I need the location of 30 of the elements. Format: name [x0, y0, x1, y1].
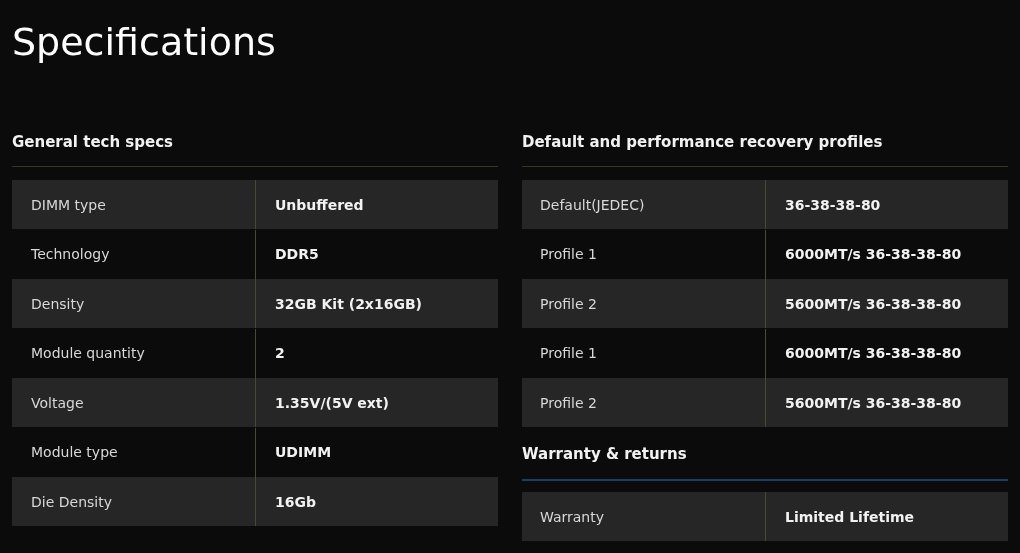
spec-label: Module type: [31, 444, 118, 460]
section-heading: General tech specs: [12, 133, 173, 151]
page-title: Specifications: [12, 22, 276, 64]
spec-label: Voltage: [31, 394, 84, 411]
spec-value: 5600MT/s 36-38-38-80: [785, 295, 962, 312]
spec-value: 6000MT/s 36-38-38-80: [785, 246, 962, 262]
spec-value: 2: [275, 345, 285, 361]
spec-label: Warranty: [540, 508, 605, 525]
spec-label: Profile 2: [540, 295, 597, 312]
section-heading: Default and performance recovery profiles: [522, 133, 883, 151]
spec-label: Die Density: [31, 493, 112, 510]
spec-label: Profile 1: [540, 246, 597, 262]
spec-value: 32GB Kit (2x16GB): [275, 295, 422, 312]
spec-value: 36-38-38-80: [785, 196, 881, 213]
spec-label: Density: [31, 295, 85, 312]
spec-value: Unbuffered: [275, 196, 364, 213]
spec-value: DDR5: [275, 246, 319, 262]
spec-value: 1.35V/(5V ext): [275, 394, 389, 411]
spec-value: 16Gb: [275, 493, 316, 510]
spec-label: Module quantity: [31, 345, 145, 361]
spec-label: Default(JEDEC): [540, 196, 645, 213]
spec-label: Profile 2: [540, 394, 597, 411]
spec-value: 5600MT/s 36-38-38-80: [785, 394, 962, 411]
spec-value: UDIMM: [275, 444, 332, 460]
spec-value: Limited Lifetime: [785, 508, 915, 525]
spec-value: 6000MT/s 36-38-38-80: [785, 345, 962, 361]
section-heading: Warranty & returns: [522, 445, 687, 463]
spec-label: DIMM type: [31, 196, 106, 213]
spec-label: Profile 1: [540, 345, 597, 361]
spec-label: Technology: [31, 246, 110, 262]
